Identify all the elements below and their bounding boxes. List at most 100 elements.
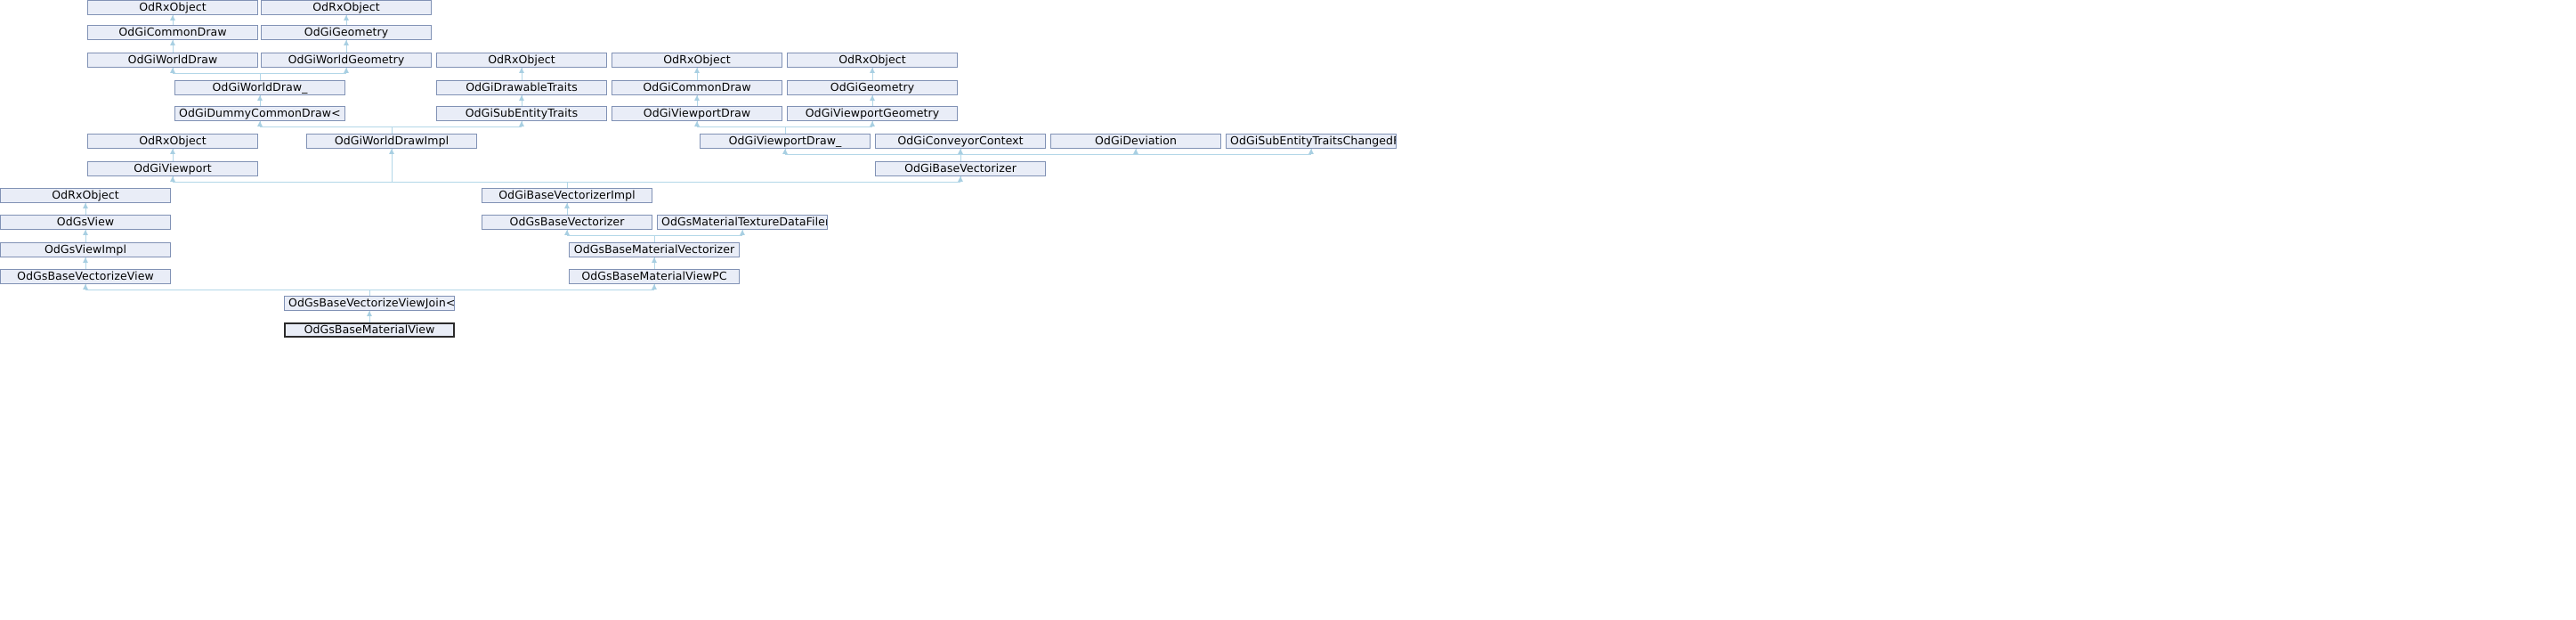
class-node-label: OdGsBaseMaterialViewPC: [581, 271, 727, 282]
inheritance-arrow-icon: [740, 230, 745, 235]
class-node[interactable]: OdGsBaseMaterialVectorizer: [569, 242, 740, 257]
class-node[interactable]: OdGsMaterialTextureDataFiler: [657, 215, 828, 230]
inheritance-arrow-icon: [870, 121, 875, 126]
class-node[interactable]: OdGiWorldDrawImpl: [306, 134, 477, 149]
class-node-label: OdGiBaseVectorizer: [904, 163, 1017, 175]
inheritance-arrow-icon: [870, 95, 875, 101]
class-node-label: OdGsViewImpl: [44, 244, 127, 256]
inheritance-edge: [872, 95, 873, 106]
class-node-label: OdGiViewportDraw: [643, 108, 751, 119]
inheritance-edge: [697, 95, 698, 106]
class-node-label: OdGiSubEntityTraitsChangedFlags: [1230, 135, 1396, 147]
class-node[interactable]: OdGsBaseMaterialViewPC: [569, 269, 740, 284]
class-node[interactable]: OdGiViewportDraw: [612, 106, 782, 121]
class-node-label: OdGsBaseMaterialView: [304, 324, 435, 336]
inheritance-arrow-icon: [170, 149, 175, 154]
class-node-label: OdGiSubEntityTraits: [465, 108, 579, 119]
class-node-label: OdGiViewportDraw_: [728, 135, 842, 147]
class-node[interactable]: OdGiWorldGeometry: [261, 53, 432, 68]
class-node[interactable]: OdRxObject: [0, 188, 171, 203]
inheritance-arrow-icon: [389, 149, 394, 154]
inheritance-arrow-icon: [83, 230, 88, 235]
class-node[interactable]: OdGiConveyorContext: [875, 134, 1046, 149]
class-node[interactable]: OdGiWorldDraw_: [174, 80, 345, 95]
class-node[interactable]: OdRxObject: [612, 53, 782, 68]
class-node-label: OdGiBaseVectorizerImpl: [498, 190, 636, 201]
class-node[interactable]: OdRxObject: [436, 53, 607, 68]
class-node[interactable]: OdGiViewportDraw_: [700, 134, 871, 149]
inheritance-arrow-icon: [652, 284, 657, 290]
class-node[interactable]: OdGsViewImpl: [0, 242, 171, 257]
class-node[interactable]: OdGsBaseVectorizer: [482, 215, 652, 230]
class-node[interactable]: OdRxObject: [87, 0, 258, 15]
inheritance-arrow-icon: [170, 68, 175, 73]
inheritance-arrow-icon: [564, 230, 570, 235]
class-node[interactable]: OdGiCommonDraw: [612, 80, 782, 95]
inheritance-arrow-icon: [344, 68, 349, 73]
inheritance-edge: [697, 126, 872, 127]
class-node[interactable]: OdGiGeometry: [261, 25, 432, 40]
class-node[interactable]: OdRxObject: [261, 0, 432, 15]
class-node[interactable]: OdGiDummyCommonDraw< OdGiWorldDraw_ >: [174, 106, 345, 121]
inheritance-edge: [260, 73, 261, 80]
class-node-label: OdGiWorldGeometry: [288, 54, 405, 66]
class-node[interactable]: OdGiViewportGeometry: [787, 106, 958, 121]
inheritance-edge: [85, 230, 86, 242]
class-node[interactable]: OdRxObject: [787, 53, 958, 68]
class-node-label: OdRxObject: [838, 54, 906, 66]
class-node[interactable]: OdGiDrawableTraits: [436, 80, 607, 95]
class-node-label: OdGiWorldDraw: [127, 54, 218, 66]
class-node[interactable]: OdGiWorldDraw: [87, 53, 258, 68]
class-node-label: OdGiWorldDraw_: [212, 82, 308, 94]
class-node[interactable]: OdGiBaseVectorizerImpl: [482, 188, 652, 203]
inheritance-arrow-icon: [958, 149, 963, 154]
inheritance-edge: [785, 126, 786, 134]
inheritance-arrow-icon: [170, 15, 175, 20]
class-node[interactable]: OdGsView: [0, 215, 171, 230]
class-node[interactable]: OdGiBaseVectorizer: [875, 161, 1046, 176]
inheritance-arrow-icon: [83, 284, 88, 290]
class-node-label: OdGsBaseVectorizeView: [17, 271, 154, 282]
inheritance-arrow-icon: [1133, 149, 1138, 154]
inheritance-edge: [369, 311, 370, 322]
class-node-label: OdGiDeviation: [1094, 135, 1178, 147]
class-node-label: OdGsMaterialTextureDataFiler: [661, 216, 827, 228]
inheritance-arrow-icon: [694, 68, 700, 73]
class-node[interactable]: OdRxObject: [87, 134, 258, 149]
inheritance-arrow-icon: [257, 121, 263, 126]
inheritance-arrow-icon: [344, 15, 349, 20]
inheritance-edge: [654, 235, 655, 242]
class-node[interactable]: OdGiSubEntityTraits: [436, 106, 607, 121]
class-node[interactable]: OdGiGeometry: [787, 80, 958, 95]
inheritance-arrow-icon: [694, 95, 700, 101]
class-node[interactable]: OdGiCommonDraw: [87, 25, 258, 40]
class-node-label: OdGsBaseVectorizer: [509, 216, 625, 228]
inheritance-edge: [173, 73, 346, 74]
class-node-label: OdGiViewport: [134, 163, 212, 175]
inheritance-arrow-icon: [344, 40, 349, 45]
class-node[interactable]: OdGsBaseVectorizeView: [0, 269, 171, 284]
inheritance-edge: [173, 40, 174, 53]
inheritance-edge: [85, 257, 86, 269]
inheritance-edge: [960, 154, 961, 161]
class-node-label: OdGiViewportGeometry: [805, 108, 940, 119]
inheritance-arrow-icon: [170, 40, 175, 45]
class-node[interactable]: OdGiDeviation: [1050, 134, 1221, 149]
class-node-label: OdGiDummyCommonDraw< OdGiWorldDraw_ >: [179, 108, 344, 119]
class-node[interactable]: OdGsBaseMaterialView: [284, 322, 455, 338]
inheritance-arrow-icon: [367, 311, 372, 316]
class-node-label: OdGiGeometry: [830, 82, 915, 94]
class-node[interactable]: OdGsBaseVectorizeViewJoin< OdGsBaseMater…: [284, 296, 455, 311]
class-node-label: OdRxObject: [663, 54, 731, 66]
inheritance-edge: [697, 68, 698, 80]
class-node-label: OdGsView: [56, 216, 115, 228]
class-node[interactable]: OdGiSubEntityTraitsChangedFlags: [1226, 134, 1397, 149]
class-node-label: OdGsBaseVectorizeViewJoin< OdGsBaseMater…: [288, 298, 454, 309]
inheritance-edge: [872, 68, 873, 80]
class-node-label: OdGiConveyorContext: [897, 135, 1024, 147]
class-node-label: OdGiCommonDraw: [118, 27, 227, 38]
class-node-label: OdRxObject: [139, 135, 207, 147]
class-node[interactable]: OdGiViewport: [87, 161, 258, 176]
inheritance-edge: [392, 126, 393, 134]
